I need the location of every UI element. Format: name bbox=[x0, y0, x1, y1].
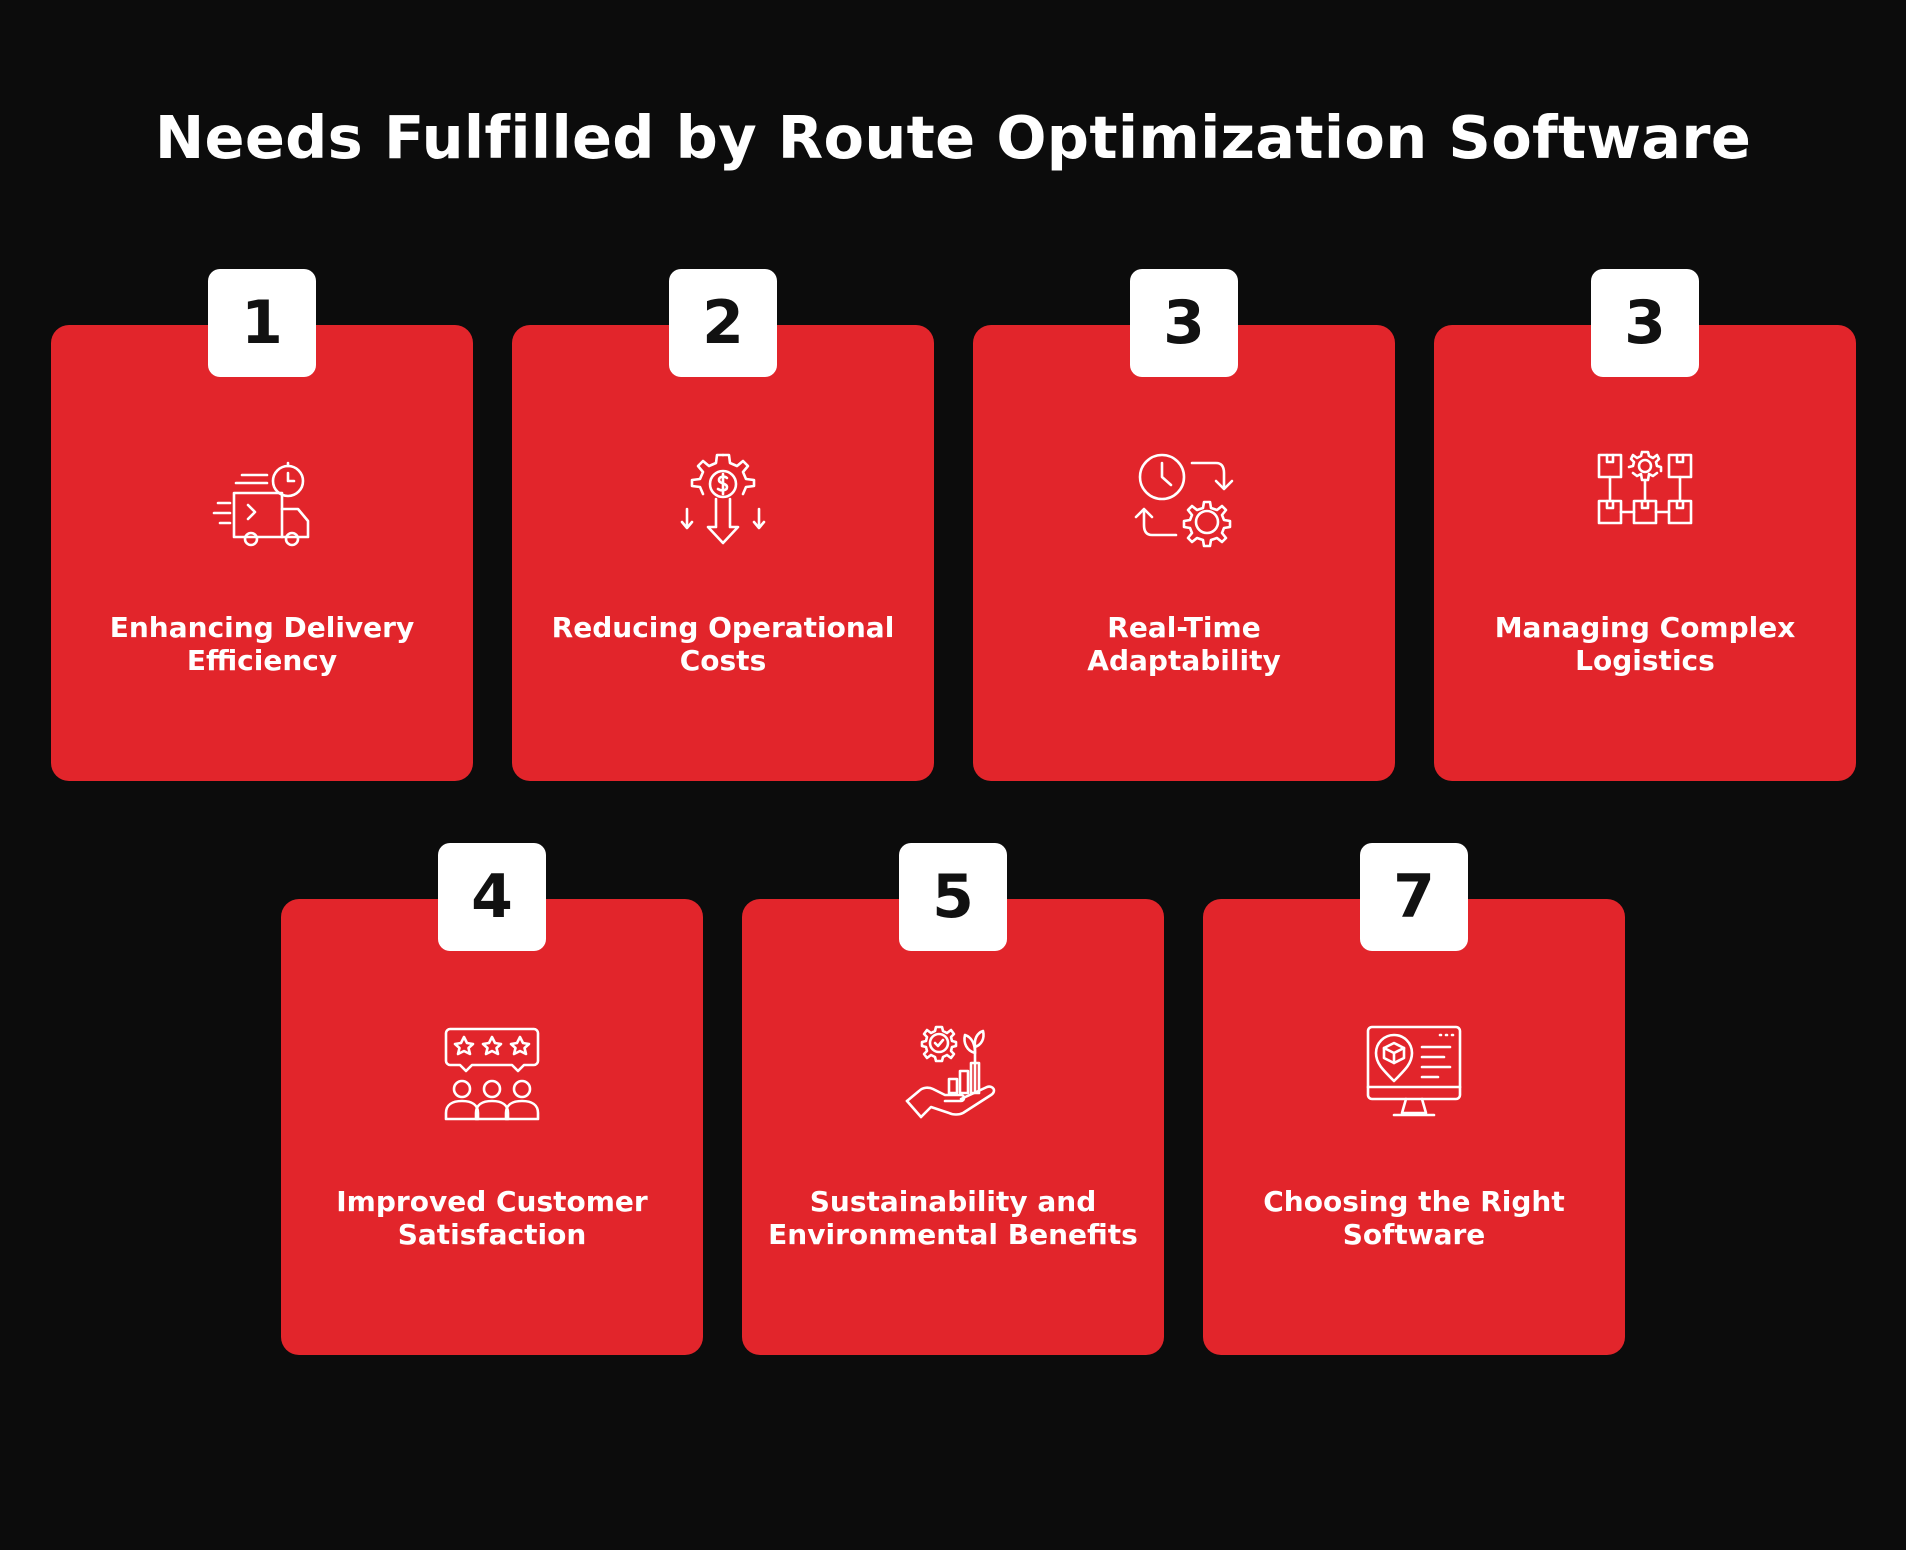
card-7: Choosing the Right Software bbox=[1203, 899, 1625, 1355]
card-6: Sustainability and Environmental Benefit… bbox=[742, 899, 1164, 1355]
card-1: Enhancing Delivery Efficiency bbox=[51, 325, 473, 781]
card-label: Sustainability and Environmental Benefit… bbox=[768, 1185, 1138, 1251]
card-label: Reducing Operational Costs bbox=[551, 611, 895, 677]
card-3: Real-Time Adaptability bbox=[973, 325, 1395, 781]
clock-gear-cycle-icon bbox=[1134, 449, 1234, 549]
number-badge-6: 5 bbox=[899, 843, 1007, 951]
gear-dollar-down-icon bbox=[673, 449, 773, 549]
card-label: Improved Customer Satisfaction bbox=[336, 1185, 648, 1251]
card-5: Improved Customer Satisfaction bbox=[281, 899, 703, 1355]
card-4: Managing Complex Logistics bbox=[1434, 325, 1856, 781]
hand-growth-icon bbox=[903, 1023, 1003, 1123]
monitor-package-location-icon bbox=[1364, 1023, 1464, 1123]
card-2: Reducing Operational Costs bbox=[512, 325, 934, 781]
logistics-network-icon bbox=[1595, 449, 1695, 549]
number-badge-7: 7 bbox=[1360, 843, 1468, 951]
card-label: Choosing the Right Software bbox=[1263, 1185, 1565, 1251]
delivery-truck-clock-icon bbox=[212, 449, 312, 549]
card-label: Managing Complex Logistics bbox=[1494, 611, 1796, 677]
number-badge-4: 3 bbox=[1591, 269, 1699, 377]
number-badge-5: 4 bbox=[438, 843, 546, 951]
customer-rating-icon bbox=[442, 1023, 542, 1123]
number-badge-3: 3 bbox=[1130, 269, 1238, 377]
number-badge-1: 1 bbox=[208, 269, 316, 377]
card-label: Enhancing Delivery Efficiency bbox=[109, 611, 415, 677]
page-title: Needs Fulfilled by Route Optimization So… bbox=[154, 103, 1752, 172]
number-badge-2: 2 bbox=[669, 269, 777, 377]
card-label: Real-Time Adaptability bbox=[1087, 611, 1281, 677]
